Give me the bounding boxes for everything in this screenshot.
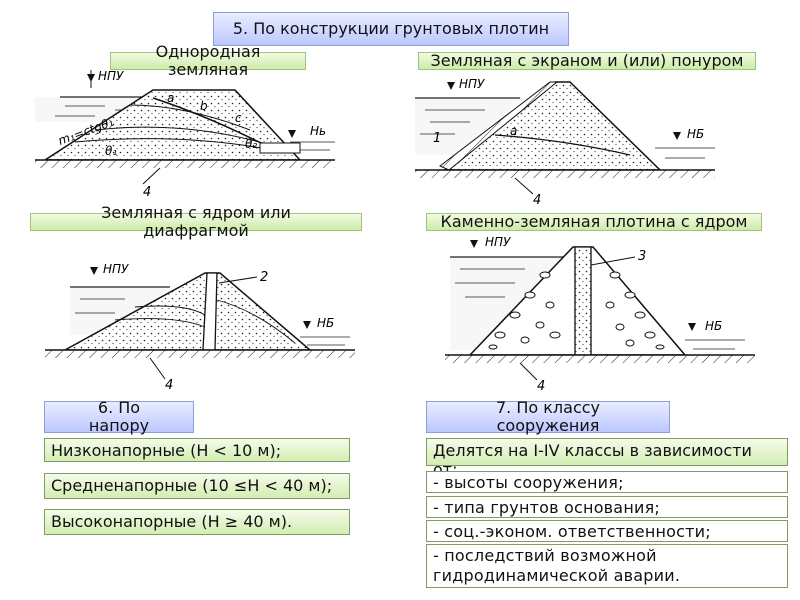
class-item-accident: - последствий возможной гидродинамическо… [426, 544, 788, 588]
section6-title-text: 6. По напору [88, 398, 150, 435]
core-dam-diagram: НПУ НБ 2 4 [45, 262, 355, 393]
screen-element [439, 81, 559, 171]
class-item-responsibility: - соц.-эконом. ответственности; [426, 520, 788, 542]
class-intro: Делятся на I-IV классы в зависимости от: [426, 438, 788, 479]
foundation-number: 4 [143, 185, 151, 200]
npu-arrow-icon [90, 267, 98, 275]
class-item-soil-text: - типа грунтов основания; [433, 498, 660, 517]
point-c-label: c [235, 111, 242, 125]
point-a-label: a [510, 124, 517, 138]
upstream-water [415, 98, 525, 155]
npu-label: НПУ [459, 77, 485, 91]
seepage-curve [152, 97, 266, 146]
label-core-dam: Земляная с ядром или диафрагмой [30, 204, 362, 240]
label-rockfill-dam-text: Каменно-земляная плотина с ядром [440, 212, 748, 231]
section5-title-text: 5. По конструкции грунтовых плотин [232, 19, 550, 38]
nb-arrow-icon [303, 321, 311, 329]
npu-label: НПУ [103, 262, 129, 276]
point-a-label: a [167, 91, 174, 105]
label-screen-dam: Земляная с экраном и (или) понуром [418, 52, 756, 70]
pressure-item-high-text: Высоконапорные (H ≥ 40 м). [51, 512, 293, 531]
nb-label: НБ [705, 319, 722, 333]
foundation-number: 4 [533, 193, 541, 208]
nb-label: Нь [310, 124, 326, 138]
npu-label: НПУ [485, 235, 511, 249]
screen-number: 1 [433, 131, 441, 146]
screen-dam-diagram: НПУ НБ 1 a 4 [415, 77, 715, 208]
label-homogeneous-dam-text: Однородная земляная [155, 42, 261, 79]
foundation [35, 160, 335, 168]
class-item-accident-text: - последствий возможной гидродинамическо… [433, 546, 681, 585]
pressure-item-low-text: Низконапорные (H < 10 м); [51, 441, 282, 460]
foundation [45, 350, 355, 358]
section7-title: 7. По классу сооружения [426, 398, 670, 435]
foundation-number: 4 [165, 378, 173, 393]
nb-label: НБ [687, 127, 704, 141]
point-b-label: b [200, 99, 208, 113]
npu-arrow-icon [447, 82, 455, 90]
homogeneous-dam-diagram: НПУ Нь m₁=ctgθ₁ a b c θ₁ θ₂ 4 [35, 69, 335, 200]
dam-layers [74, 104, 284, 153]
label-screen-dam-text: Земляная с экраном и (или) понуром [430, 51, 744, 70]
foundation [445, 355, 755, 363]
class-item-height: - высоты сооружения; [426, 471, 788, 493]
section6-title: 6. По напору [44, 398, 194, 435]
class-item-height-text: - высоты сооружения; [433, 473, 624, 492]
nb-arrow-icon [688, 323, 696, 331]
core-number: 3 [638, 249, 646, 264]
nb-label: НБ [317, 316, 334, 330]
rock-blocks [488, 271, 665, 350]
foundation-number: 4 [537, 379, 545, 394]
label-homogeneous-dam: Однородная земляная [110, 43, 306, 79]
label-core-dam-text: Земляная с ядром или диафрагмой [101, 203, 291, 240]
core-element [574, 246, 592, 356]
pressure-item-medium-text: Средненапорные (10 ≤H < 40 м); [51, 476, 333, 495]
section5-title: 5. По конструкции грунтовых плотин [213, 12, 569, 46]
downstream-water-lines [290, 141, 335, 151]
pressure-item-medium: Средненапорные (10 ≤H < 40 м); [44, 473, 350, 499]
downstream-water [259, 142, 301, 154]
pressure-item-low: Низконапорные (H < 10 м); [44, 438, 350, 462]
core-number: 2 [260, 270, 268, 285]
class-item-soil: - типа грунтов основания; [426, 496, 788, 518]
npu-label: НПУ [98, 69, 124, 83]
npu-arrow-icon [470, 240, 478, 248]
foundation [415, 170, 715, 178]
rockfill-dam-diagram: НПУ НБ 3 4 [445, 235, 755, 394]
upstream-water [450, 257, 570, 350]
theta1-label: θ₁ [105, 144, 117, 158]
class-item-responsibility-text: - соц.-эконом. ответственности; [433, 522, 711, 541]
nb-arrow-icon [673, 132, 681, 140]
theta2-label: θ₂ [245, 137, 257, 151]
label-rockfill-dam: Каменно-земляная плотина с ядром [426, 213, 762, 231]
pressure-item-high: Высоконапорные (H ≥ 40 м). [44, 509, 350, 535]
nb-arrow-icon [288, 130, 296, 138]
section7-title-text: 7. По классу сооружения [495, 398, 600, 435]
